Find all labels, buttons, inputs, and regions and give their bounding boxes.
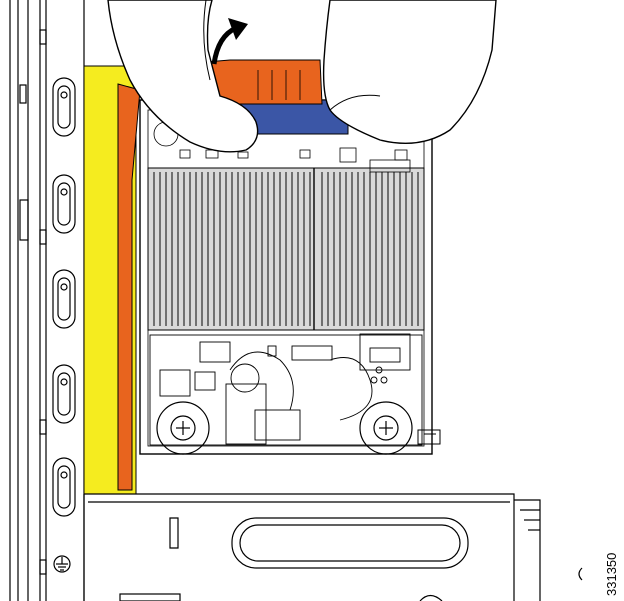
heat-sink — [147, 167, 425, 331]
arrow-curved-icon — [211, 18, 248, 65]
figure-id-label: 331350 — [604, 552, 619, 596]
right-latch — [417, 429, 441, 445]
left-hand — [107, 0, 259, 153]
lower-tray — [83, 493, 583, 601]
left-hand-finger-line — [203, 0, 211, 81]
rail-slots — [52, 77, 76, 517]
ground-symbol-icon — [53, 555, 71, 573]
captive-screw-icon — [156, 401, 413, 455]
right-hand — [322, 0, 497, 145]
right-hand-thumb-line — [329, 94, 381, 111]
orange-bracket — [117, 83, 141, 491]
